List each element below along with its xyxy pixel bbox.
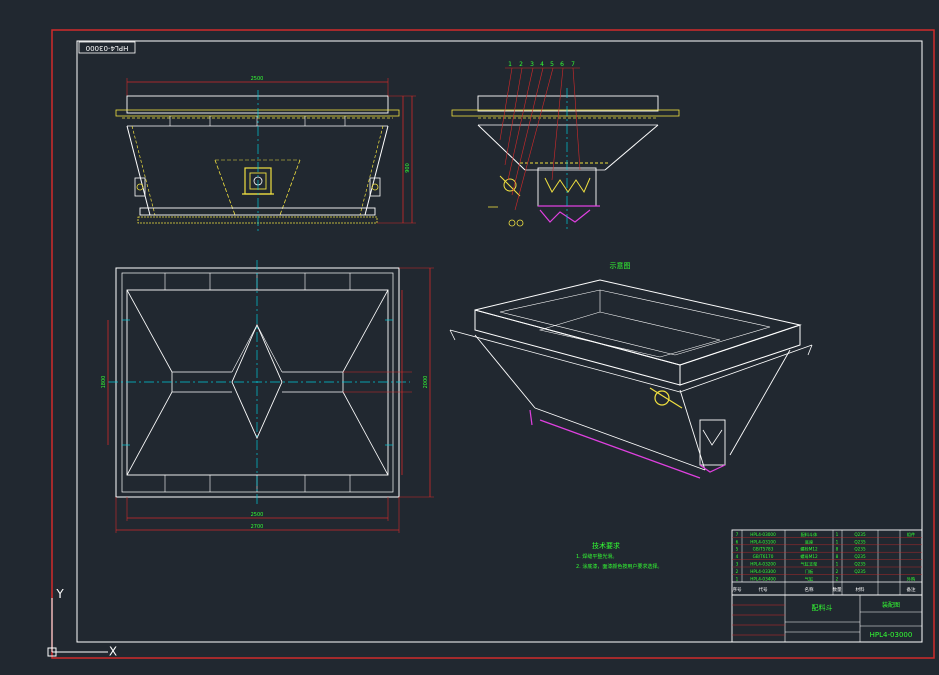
parts-cell: 2 [836,576,839,581]
note-2: 2. 涂底漆，面漆颜色按用户要求选择。 [576,563,662,570]
code-stamp: HPL4-03000 [86,44,129,52]
parts-cell: 6 [736,539,739,544]
parts-cell: Q235 [854,554,866,559]
note-1: 1. 焊缝平整光滑。 [576,553,617,560]
parts-cell: 螺栓M12 [800,546,818,553]
front-side-dim: 900 [405,163,411,173]
parts-header-cell: 名称 [805,586,814,593]
parts-cell: HPL4-03100 [750,539,776,544]
drawing-number: HPL4-03000 [870,631,913,639]
balloon-6: 6 [560,61,564,68]
parts-cell: 配料斗体 [801,531,819,538]
parts-cell: 1 [736,576,739,581]
parts-cell: 2 [836,569,839,574]
parts-cell: 外购 [907,575,915,582]
y-axis-label: Y [55,587,64,601]
front-view: 2500 [115,76,416,232]
parts-header-cell: 数量 [833,586,842,593]
iso-view [449,279,813,479]
inner-frame [76,40,923,643]
plan-width2-dim: 2700 [251,524,264,530]
parts-cell: HPL4-03400 [750,576,776,581]
tech-notes: 技术要求 1. 焊缝平整光滑。 2. 涂底漆，面漆颜色按用户要求选择。 [576,541,662,570]
parts-header-cell: 材料 [856,586,865,593]
parts-cell: 8 [836,554,839,559]
parts-cell: 3 [736,562,739,567]
assembly-label: 装配图 [882,601,900,609]
parts-cell: GB/T6170 [753,554,774,559]
parts-cell: HPL4-03200 [750,562,776,567]
parts-header-cell: 序号 [733,586,742,593]
parts-cell: 7 [736,532,739,537]
parts-cell: 2 [736,569,739,574]
parts-cell: 1 [836,532,839,537]
parts-cell: GB/T5783 [753,547,774,552]
front-top-dim: 2500 [251,76,264,82]
parts-cell: Q235 [854,569,866,574]
plan-width-dim: 2500 [251,512,264,518]
ucs-axis-icon: Y X [47,587,117,659]
balloon-3: 3 [530,61,534,68]
parts-cell: 4 [736,554,739,559]
plan-height2-dim: 2000 [423,376,429,389]
balloon-labels: 1 2 3 4 5 6 7 [508,61,575,68]
iso-view-label: 示意图 [610,261,631,270]
parts-cell: 螺母M12 [800,553,818,560]
parts-cell: 5 [736,547,739,552]
parts-header-cell: 代号 [759,586,768,593]
x-axis-label: X [109,645,117,659]
parts-cell: 1 [836,562,839,567]
balloon-4: 4 [540,61,544,68]
parts-cell: 门板 [805,568,814,575]
parts-cell: 气缸支架 [801,561,818,568]
parts-cell: HPL4-03300 [750,569,776,574]
plan-view: 1800 2000 2500 2700 [101,260,434,533]
parts-header-cell: 备注 [907,586,916,593]
balloon-2: 2 [519,61,523,68]
code-stamp-box [78,41,136,54]
side-view [451,67,680,232]
parts-cell: 底座 [805,538,813,545]
parts-cell: 气缸 [805,575,814,581]
parts-cell: 1 [836,539,839,544]
balloon-7: 7 [571,61,575,68]
outer-frame [51,29,935,659]
plan-height-dim: 1800 [101,376,107,389]
balloon-1: 1 [508,61,512,68]
notes-heading: 技术要求 [592,541,620,550]
balloon-5: 5 [550,61,554,68]
part-name: 配料斗 [812,603,833,612]
parts-cell: 8 [836,547,839,552]
parts-cell: Q235 [854,539,866,544]
parts-cell: Q235 [854,562,866,567]
parts-cell: 组件 [907,531,915,538]
parts-cell: Q235 [854,547,866,552]
parts-cell: Q235 [854,532,866,537]
parts-cell: HPL4-03000 [750,532,776,537]
